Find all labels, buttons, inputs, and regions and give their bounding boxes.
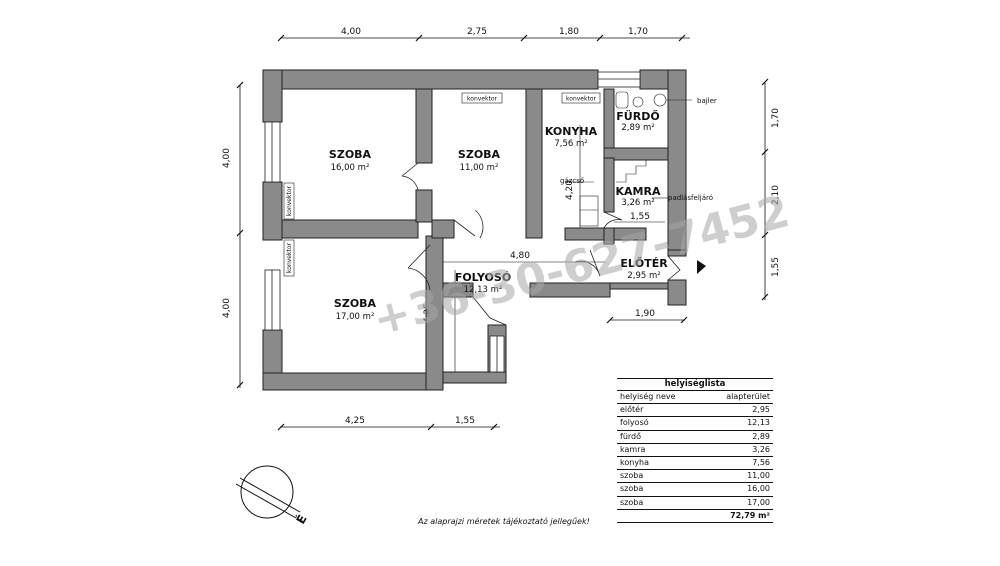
table-row: folyosó 12,13 <box>617 417 773 431</box>
row-area: 17,00 <box>747 497 770 507</box>
room-list-total: 72,79 m² <box>617 510 773 523</box>
row-name: előtér <box>620 405 644 415</box>
dim-right-1: 1,70 <box>771 108 781 128</box>
row-name: fürdő <box>620 431 642 441</box>
doors <box>401 162 681 326</box>
entrance-arrow-icon <box>697 260 706 274</box>
row-area: 2,89 <box>752 431 770 441</box>
room-szoba-2-name: SZOBA <box>458 148 501 161</box>
row-area: 3,26 <box>752 444 770 454</box>
konvektor-label: konvektor <box>467 96 497 103</box>
room-szoba-3-name: SZOBA <box>334 297 377 310</box>
konvektor-label: konvektor <box>286 243 293 273</box>
room-kamra-name: KAMRA <box>616 185 661 198</box>
padlasfeljaro-label: padlásfeljáró <box>668 194 713 202</box>
konvektors: konvektor konvektor konvektor konvektor <box>283 92 601 277</box>
room-szoba-3-area: 17,00 m² <box>336 312 375 322</box>
row-area: 7,56 <box>752 457 770 467</box>
dim-konyha-height: 4,20 <box>565 180 575 200</box>
konvektor-label: konvektor <box>286 186 293 216</box>
dim-left-1: 4,00 <box>222 148 232 168</box>
row-name: konyha <box>620 457 650 467</box>
room-furdo-name: FÜRDŐ <box>616 109 659 123</box>
kamra-stairs <box>616 159 666 183</box>
windows <box>264 71 641 373</box>
row-area: 11,00 <box>747 471 770 481</box>
dim-top-3: 1,80 <box>559 27 579 37</box>
room-konyha-area: 7,56 m² <box>554 139 587 149</box>
dim-right-3: 1,55 <box>771 257 781 277</box>
dim-top-1: 4,00 <box>341 27 361 37</box>
dim-right-2: 2,10 <box>771 185 781 205</box>
row-area: 12,13 <box>747 418 770 428</box>
dim-top-2: 2,75 <box>467 27 487 37</box>
room-folyoso-area: 12,13 m² <box>464 285 503 295</box>
room-szoba-1-area: 16,00 m² <box>331 163 370 173</box>
row-area: 2,95 <box>752 405 770 415</box>
dimension-lines <box>236 34 769 431</box>
dim-top-4: 1,70 <box>628 27 648 37</box>
room-list-title: helyiséglista <box>617 378 773 391</box>
table-row: kamra 3,26 <box>617 444 773 457</box>
table-row: szoba 17,00 <box>617 497 773 510</box>
table-row: előtér 2,95 <box>617 404 773 418</box>
room-konyha-name: KONYHA <box>545 125 598 138</box>
dim-bottom-1: 4,25 <box>345 416 365 426</box>
row-name: kamra <box>620 444 646 454</box>
dim-eloter-width: 1,90 <box>635 309 655 319</box>
table-row: fürdő 2,89 <box>617 431 773 444</box>
dim-kamra-width: 1,55 <box>630 212 650 222</box>
room-list-table: helyiséglista helyiség neve alapterület … <box>617 378 773 523</box>
kitchen-fixtures <box>568 181 599 227</box>
room-folyoso-name: FOLYOSÓ <box>455 271 511 284</box>
bathroom-fixtures <box>615 91 692 109</box>
disclaimer-note: Az alaprajzi méretek tájékoztató jellegű… <box>418 517 590 526</box>
row-name: szoba <box>620 484 644 494</box>
dim-left-2: 4,00 <box>222 298 232 318</box>
konvektor-label: konvektor <box>566 96 596 103</box>
table-row: konyha 7,56 <box>617 457 773 471</box>
room-list-header: helyiség neve alapterület <box>617 391 773 405</box>
room-kamra-area: 3,26 m² <box>621 198 654 208</box>
row-area: 16,00 <box>747 484 770 494</box>
dim-bottom-2: 1,55 <box>455 416 475 426</box>
room-furdo-area: 2,89 m² <box>621 123 654 133</box>
row-name: folyosó <box>620 418 649 428</box>
room-szoba-1-name: SZOBA <box>329 148 372 161</box>
walls <box>262 69 687 391</box>
bajler-label: bajler <box>697 97 717 105</box>
table-row: szoba 11,00 <box>617 470 773 484</box>
room-eloter-area: 2,95 m² <box>627 271 660 281</box>
compass-label: É <box>293 512 310 527</box>
col-name-header: helyiség neve <box>620 392 676 401</box>
table-row: szoba 16,00 <box>617 483 773 497</box>
room-eloter-name: ELŐTÉR <box>620 256 668 270</box>
row-name: szoba <box>620 497 644 507</box>
room-szoba-2-area: 11,00 m² <box>460 163 499 173</box>
col-area-header: alapterület <box>726 392 770 401</box>
room-labels: SZOBA 16,00 m² SZOBA 11,00 m² SZOBA 17,0… <box>329 109 668 322</box>
north-compass-icon <box>235 465 301 519</box>
dim-folyoso-length: 4,80 <box>510 251 530 261</box>
gazcso-label: gázcső <box>560 176 584 185</box>
total-area: 72,79 m² <box>730 510 770 520</box>
row-name: szoba <box>620 471 644 481</box>
